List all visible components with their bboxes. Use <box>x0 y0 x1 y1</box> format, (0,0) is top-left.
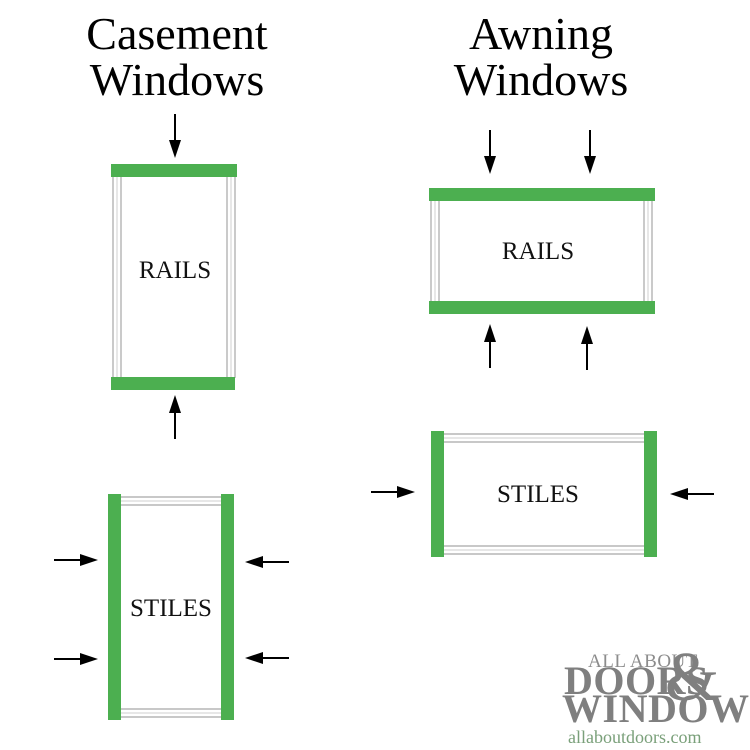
awning-right-stile <box>644 431 657 557</box>
casement-stiles-arrow-left-lower <box>53 652 99 666</box>
awning-heading-line1: Awning <box>469 8 613 59</box>
logo-ampersand: & <box>665 639 719 716</box>
casement-bottom-rail <box>111 377 235 390</box>
casement-heading-line2: Windows <box>90 54 264 105</box>
casement-stiles-window: STILES <box>108 494 234 720</box>
casement-right-stile <box>221 494 234 720</box>
logo-line-all-about: ALL ABOUT <box>588 651 698 672</box>
casement-heading-line1: Casement <box>86 8 268 59</box>
logo-line-doors: DOORS <box>564 658 709 703</box>
casement-stiles-label: STILES <box>130 595 212 622</box>
casement-left-stile <box>108 494 121 720</box>
casement-rails-arrow-top <box>168 113 182 159</box>
casement-rails-label: RAILS <box>139 257 211 284</box>
casement-rails-arrow-bottom <box>168 394 182 440</box>
casement-stiles-arrow-right-upper <box>244 555 290 569</box>
awning-stiles-arrow-right <box>669 487 715 501</box>
allaboutdoors-logo: ALL ABOUT & DOORS WINDOWS allaboutdoors.… <box>562 639 750 747</box>
awning-stiles-label: STILES <box>497 481 579 508</box>
awning-rails-arrow-bottom-left <box>483 323 497 369</box>
awning-rails-window: RAILS <box>429 188 655 314</box>
awning-rails-arrow-top-left <box>483 129 497 175</box>
awning-rails-label: RAILS <box>502 238 574 265</box>
logo-url: allaboutdoors.com <box>568 727 701 747</box>
awning-bottom-rail <box>429 301 655 314</box>
awning-stiles-window: STILES <box>431 431 657 557</box>
casement-top-rail <box>111 164 237 177</box>
awning-heading-line2: Windows <box>454 54 628 105</box>
logo-line-windows: WINDOWS <box>562 686 750 731</box>
awning-rails-arrow-bottom-right <box>580 325 594 371</box>
casement-stiles-arrow-left-upper <box>53 553 99 567</box>
awning-rails-arrow-top-right <box>583 129 597 175</box>
awning-top-rail <box>429 188 655 201</box>
casement-rails-window: RAILS <box>111 164 237 390</box>
casement-stiles-arrow-right-lower <box>244 651 290 665</box>
awning-left-stile <box>431 431 444 557</box>
awning-stiles-arrow-left <box>370 485 416 499</box>
